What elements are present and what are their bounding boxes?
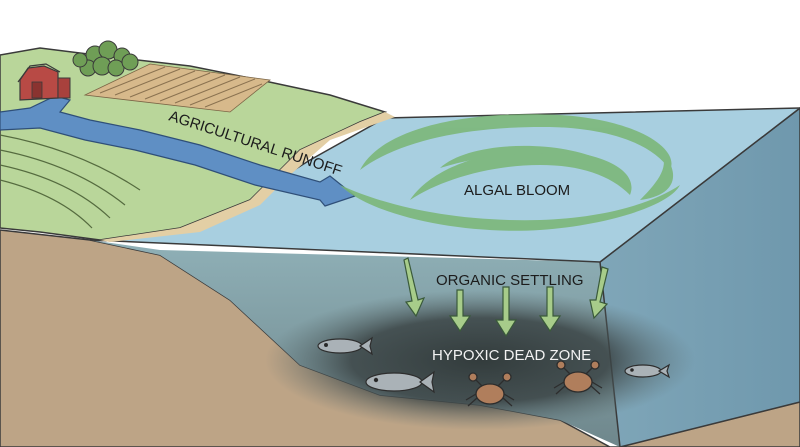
down-arrow-icon <box>403 257 609 338</box>
tree-cluster-icon <box>72 40 139 77</box>
shoreline <box>100 112 395 242</box>
algal-bloom-swirl <box>340 114 680 231</box>
crab-icon <box>465 360 603 407</box>
barn-icon <box>17 63 71 101</box>
dead-zone-label: HYPOXIC DEAD ZONE <box>432 347 591 364</box>
field-furrows <box>99 66 263 108</box>
runoff-stream <box>0 95 357 207</box>
fish-icon <box>317 336 671 394</box>
dead-zone-shadow <box>265 290 695 430</box>
organic-settling-label: ORGANIC SETTLING <box>436 272 584 289</box>
field-rows <box>0 134 141 229</box>
algal-bloom-label: ALGAL BLOOM <box>464 182 570 199</box>
